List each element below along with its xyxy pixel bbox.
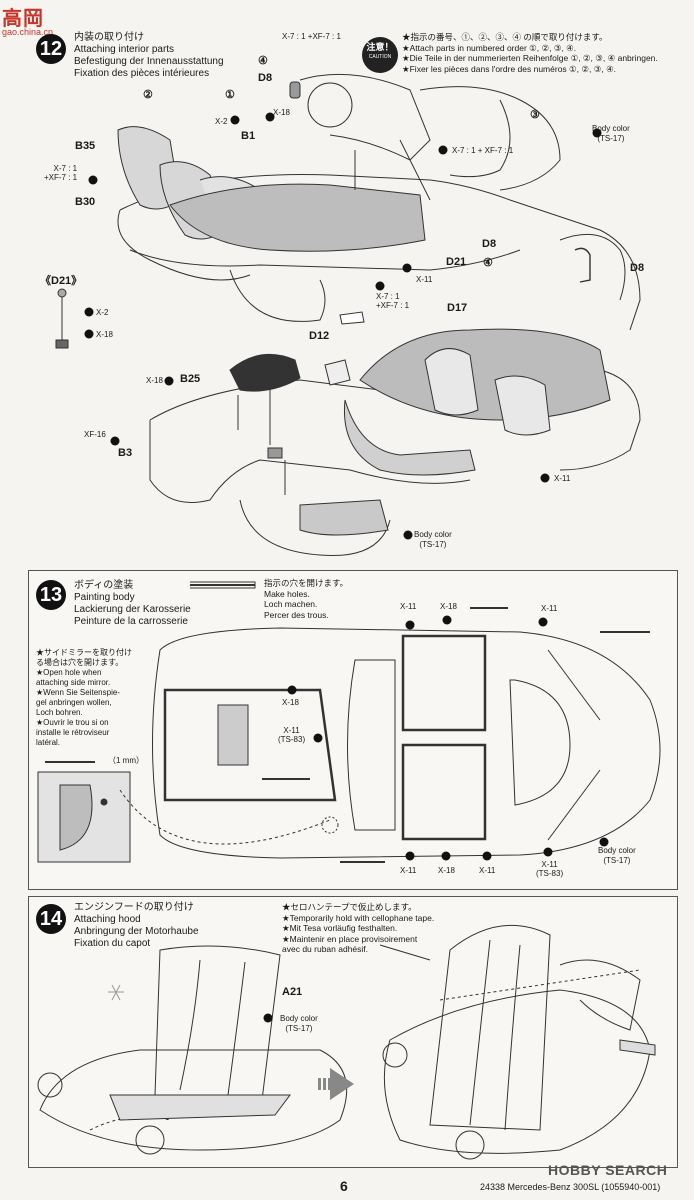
caution-badge: 注意！CAUTION (362, 37, 398, 73)
step-13-panel (28, 570, 678, 890)
step-12-number: 12 (36, 34, 66, 64)
paint-x2-d21: X-2 (96, 308, 109, 317)
paint-x18-t: X-18 (440, 602, 457, 611)
drill-size: （1 mm） (108, 756, 144, 765)
paint-x7xf7-top: X-7 : 1 +XF-7 : 1 (282, 32, 341, 41)
label-n1: ① (225, 89, 235, 101)
watermark-logo: 高岡 (2, 8, 44, 30)
body-color-upper: Body color(TS-17) (592, 124, 630, 143)
paint-x18-l: X-18 (282, 698, 299, 707)
step-14-number: 14 (36, 904, 66, 934)
paint-x11-lower: X-11 (554, 474, 571, 483)
next-arrow-tail (318, 1078, 332, 1090)
paint-xf16: XF-16 (84, 430, 106, 439)
paint-x18-b: X-18 (438, 866, 455, 875)
tape-note: ★セロハンテープで仮止めします。 ★Temporarily hold with … (282, 902, 435, 954)
paint-x11-t1: X-11 (400, 602, 417, 611)
body-color-lower: Body color(TS-17) (414, 530, 452, 549)
label-d8-top: D8 (258, 72, 273, 84)
label-n4-mid: ④ (483, 257, 493, 269)
label-b25: B25 (180, 373, 201, 385)
paint-x11-ts83-l: X-11(TS-83) (278, 726, 306, 744)
step-13-number: 13 (36, 580, 66, 610)
label-b1: B1 (241, 130, 256, 142)
paint-x11-b1: X-11 (400, 866, 417, 875)
step-13-title: ボディの塗装 Painting body Lackierung der Karo… (74, 580, 191, 627)
paint-x18-b25: X-18 (146, 376, 163, 385)
step-14-title: エンジンフードの取り付け Attaching hood Anbringung d… (74, 902, 199, 949)
label-d8-side: D8 (630, 262, 645, 274)
paint-x11-b2: X-11 (479, 866, 496, 875)
paint-x2-top: X-2 (215, 117, 228, 126)
label-b35: B35 (75, 140, 96, 152)
label-d12: D12 (309, 330, 330, 342)
product-code: 24338 Mercedes-Benz 300SL (1055940-001) (480, 1182, 661, 1192)
label-d8-mid: D8 (482, 238, 497, 250)
paint-x7xf7-lower: X-7 : 1 +XF-7 : 1 (376, 292, 410, 310)
page-number: 6 (340, 1178, 348, 1194)
label-n2: ② (143, 89, 153, 101)
body-color-13: Body color(TS-17) (598, 846, 636, 865)
mirror-note: ★サイドミラーを取り付け る場合は穴を開けます。 ★Open hole when… (36, 648, 132, 747)
label-n4-top: ④ (258, 55, 268, 67)
paint-x11-t2: X-11 (541, 604, 558, 613)
step-14-panel (28, 896, 678, 1168)
paint-x7xf7-left: X-7 : 1 +XF-7 : 1 (44, 164, 78, 182)
paint-x18-top: X-18 (273, 108, 290, 117)
label-b30: B30 (75, 196, 96, 208)
label-d21-box: 《D21》 (40, 275, 83, 287)
body-color-14: Body color(TS-17) (280, 1014, 318, 1033)
label-b3: B3 (118, 447, 133, 459)
watermark-url: gao.china.cn (2, 27, 54, 37)
holes-note: 指示の穴を開けます。 Make holes. Loch machen. Perc… (264, 578, 349, 620)
paint-x11-ts83-r: X-11(TS-83) (536, 860, 564, 878)
label-a21: A21 (282, 986, 303, 998)
paint-x11-upper: X-11 (416, 275, 433, 284)
label-d17: D17 (447, 302, 468, 314)
next-arrow (330, 1068, 354, 1100)
label-d21: D21 (446, 256, 467, 268)
step-12-title: 内装の取り付け Attaching interior parts Befesti… (74, 32, 224, 79)
paint-x18-d21: X-18 (96, 330, 113, 339)
hobby-search-logo: HOBBY SEARCH (548, 1162, 668, 1178)
label-n3: ③ (530, 109, 540, 121)
order-note: ★指示の番号、①、②、③、④ の順で取り付けます。 ★Attach parts … (402, 32, 658, 74)
paint-x7xf7-mid: X-7 : 1 + XF-7 : 1 (452, 146, 514, 155)
